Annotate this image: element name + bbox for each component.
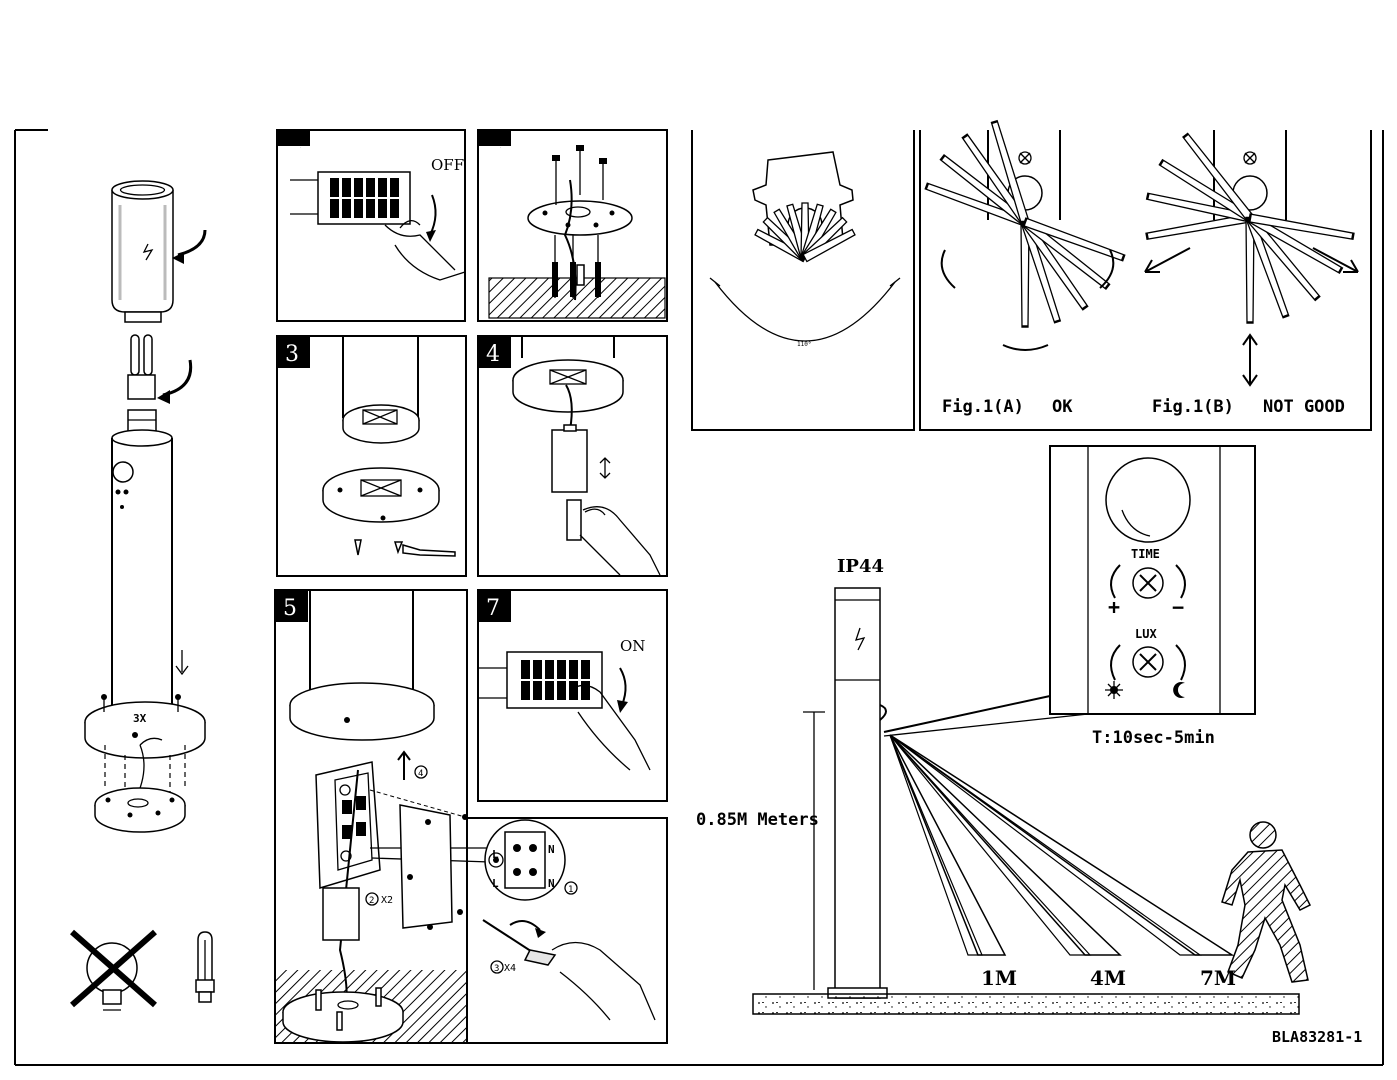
switch-on-arrow-icon	[619, 667, 627, 706]
terminal-n-bottom: N	[548, 877, 555, 890]
arrow-icon	[1144, 247, 1191, 273]
bollard-body	[111, 429, 189, 710]
fig-b-result: NOT GOOD	[1263, 397, 1345, 417]
panel-number: 1	[300, 147, 301, 149]
arrow-icon	[1099, 249, 1115, 289]
rotate-arrow-icon	[162, 359, 193, 397]
fig-b-label: Fig.1(B)	[1152, 397, 1234, 417]
step-1-marker: 1	[568, 885, 573, 895]
up-down-arrow-icon	[599, 457, 611, 479]
panel-4-ballast: 4	[477, 335, 668, 577]
sensor-orientation-panel: Fig.1(A) OK Fig.1(B) NOT GOOD	[919, 119, 1372, 431]
panel-5-terminal-detail: L N L N 1	[467, 817, 668, 1044]
panel-3-base-mounting: 3	[276, 335, 467, 577]
mounting-height-label: 0.85M Meters	[696, 810, 819, 830]
terminal-l-top: L	[492, 848, 499, 861]
base-flange: 3X	[84, 694, 206, 759]
step-2-marker: 2	[369, 896, 374, 906]
panel-number: 3	[285, 342, 299, 367]
assembly-column: 3X	[70, 180, 215, 1011]
fig-a-result: OK	[1052, 397, 1073, 417]
quantity-x2: X2	[381, 895, 393, 906]
arrow-icon	[1242, 333, 1258, 387]
sensor-angle-panel: 110°	[691, 130, 915, 431]
down-arrow-icon	[175, 650, 189, 676]
no-incandescent-bulb-icon	[70, 929, 157, 1011]
quantity-x4: X4	[504, 963, 516, 974]
moon-icon	[1173, 682, 1185, 698]
ip-rating: IP44	[837, 556, 884, 577]
panel-1-power-off: 1 OFF	[276, 129, 466, 322]
time-minus-label: −	[1172, 595, 1184, 619]
pl-lamp	[127, 334, 193, 404]
time-label: TIME	[1131, 547, 1160, 561]
step-3-marker: 3	[494, 964, 499, 974]
arrow-icon	[1312, 247, 1359, 273]
wrench-icon	[402, 543, 456, 557]
panel-2-ground-fixing: 2	[477, 129, 668, 322]
detection-range-diagram: IP44 0.85M Meters 1M 4M 7M	[696, 556, 1312, 1015]
lux-label: LUX	[1135, 627, 1157, 641]
up-arrow-icon	[397, 750, 411, 780]
sun-icon	[1105, 681, 1123, 699]
panel-number: 5	[283, 596, 297, 621]
step-4-marker: 4	[418, 769, 423, 779]
switch-off-arrow-icon	[429, 194, 437, 236]
distance-4m-label: 4M	[1090, 966, 1126, 990]
panel-number: 2	[500, 147, 501, 149]
arrow-icon	[1002, 344, 1049, 351]
time-range-label: T:10sec-5min	[1092, 728, 1215, 748]
panel-number: 4	[486, 342, 500, 367]
screw-quantity: 3X	[133, 712, 147, 725]
distance-1m-label: 1M	[981, 966, 1017, 990]
fig-a-label: Fig.1(A)	[942, 397, 1024, 417]
terminal-n-top: N	[548, 843, 555, 856]
rotate-arrow-icon	[177, 229, 207, 257]
page-frame	[14, 129, 1384, 1066]
arrow-icon	[940, 249, 956, 289]
panel-number: 7	[486, 596, 500, 621]
glass-cover	[111, 180, 207, 323]
off-label: OFF	[431, 156, 464, 174]
pl-bulb-icon	[195, 931, 215, 1003]
walking-person-icon	[1221, 821, 1312, 983]
document-code: BLA83281-1	[1272, 1028, 1362, 1046]
sensor-control-detail: TIME + − LUX T:10sec-5min	[1049, 445, 1256, 748]
time-plus-label: +	[1108, 595, 1120, 619]
ground-plate	[94, 787, 186, 833]
panel-5-wiring: 5 4 2 X2	[274, 589, 656, 1044]
panel-7-power-on: 7 ON	[477, 589, 668, 802]
terminal-l-bottom: L	[492, 877, 499, 890]
on-label: ON	[620, 637, 645, 655]
sensor-arc-label: 110°	[797, 341, 811, 348]
